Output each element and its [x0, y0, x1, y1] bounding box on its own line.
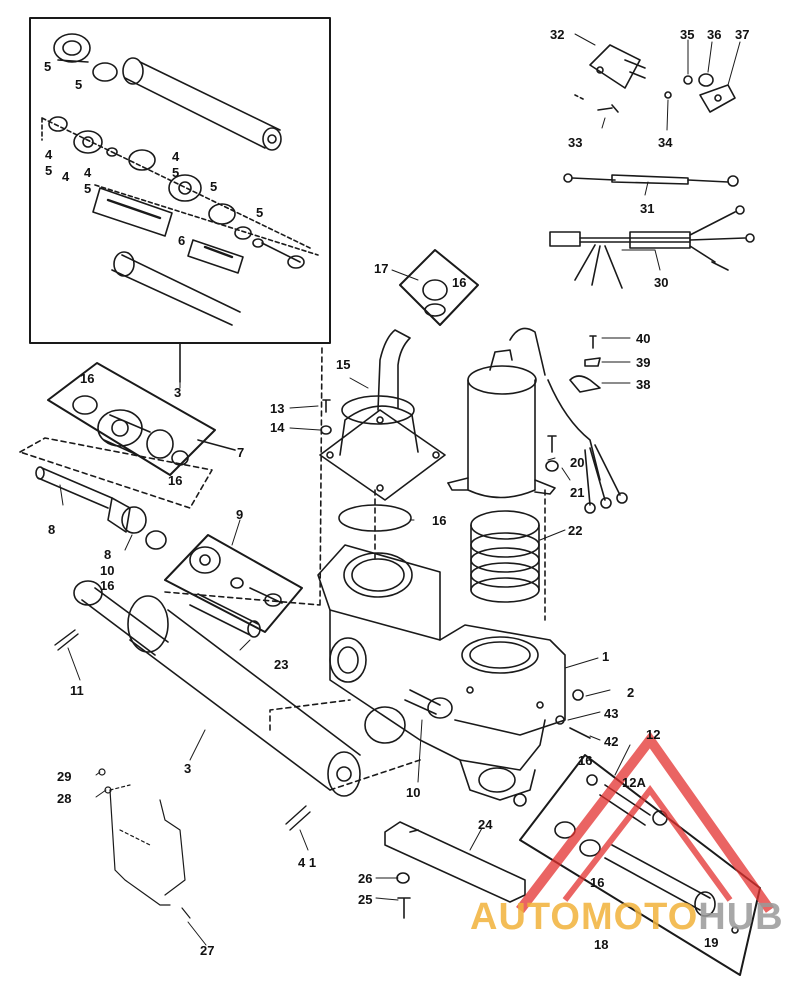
label-28: 28	[57, 791, 72, 806]
trim-cylinder	[73, 580, 361, 797]
label-17: 17	[374, 261, 389, 276]
label-5-c: 5	[45, 163, 53, 178]
label-8-a: 8	[48, 522, 56, 537]
label-37: 37	[735, 27, 750, 42]
label-23: 23	[274, 657, 289, 672]
label-14: 14	[270, 420, 285, 435]
pump-gear	[470, 510, 540, 603]
label-4-d: 4	[172, 149, 180, 164]
label-4-a: 4	[45, 147, 53, 162]
label-16-a: 16	[80, 371, 95, 386]
label-5-top: 5	[44, 59, 52, 74]
label-5-g: 5	[256, 205, 264, 220]
transom-bracket	[98, 768, 191, 919]
clamps	[569, 335, 601, 393]
seal-kit-box	[47, 362, 216, 476]
label-34: 34	[658, 135, 673, 150]
label-16-b: 16	[168, 473, 183, 488]
label-16-f: 16	[578, 753, 593, 768]
label-5-f: 5	[210, 179, 218, 194]
label-43: 43	[604, 706, 619, 721]
label-26: 26	[358, 871, 373, 886]
label-16-g: 16	[590, 875, 605, 890]
label-29: 29	[57, 769, 72, 784]
watermark-text-part2: HUB	[698, 896, 784, 938]
label-12a: 12A	[622, 775, 646, 790]
label-35: 35	[680, 27, 695, 42]
label-16-d: 16	[432, 513, 447, 528]
label-42: 42	[604, 734, 619, 749]
label-5-e: 5	[172, 165, 180, 180]
label-1: 1	[602, 649, 610, 664]
label-16-c: 16	[100, 578, 115, 593]
label-3-top: 3	[174, 385, 182, 400]
watermark-text: AUTOMOTOHUB	[470, 898, 784, 936]
label-19: 19	[704, 935, 719, 950]
leader-lines	[59, 33, 741, 946]
label-9: 9	[236, 507, 244, 522]
watermark-text-part1: AUTOMOTO	[470, 896, 699, 938]
label-16-e: 16	[452, 275, 467, 290]
label-38: 38	[636, 377, 651, 392]
valve-kit-box	[164, 534, 303, 633]
label-8-b: 8	[104, 547, 112, 562]
solenoid	[589, 44, 736, 113]
label-25: 25	[358, 892, 373, 907]
label-41: 4 1	[298, 855, 317, 870]
piston-rod	[35, 466, 167, 550]
label-21: 21	[570, 485, 585, 500]
watermark-logo	[516, 731, 775, 914]
label-5-b: 5	[75, 77, 83, 92]
label-18: 18	[594, 937, 609, 952]
harness-30	[549, 205, 755, 289]
pump-body	[317, 544, 566, 807]
label-36: 36	[707, 27, 722, 42]
label-4-c: 4	[84, 165, 92, 180]
label-22: 22	[568, 523, 583, 538]
label-13: 13	[270, 401, 285, 416]
bracket-24	[384, 821, 526, 903]
label-4-b: 4	[62, 169, 70, 184]
reservoir-cap	[319, 329, 446, 501]
label-10-b: 10	[406, 785, 421, 800]
label-5-d: 5	[84, 181, 92, 196]
label-40: 40	[636, 331, 651, 346]
cable-31	[563, 173, 739, 187]
label-15: 15	[336, 357, 351, 372]
label-33: 33	[568, 135, 583, 150]
label-12: 12	[646, 727, 661, 742]
cylinder-kit-box	[29, 17, 331, 344]
label-7: 7	[237, 445, 245, 460]
label-3-bottom: 3	[184, 761, 192, 776]
label-31: 31	[640, 201, 655, 216]
pump-motor	[447, 327, 628, 514]
label-11: 11	[70, 683, 84, 698]
label-27: 27	[200, 943, 215, 958]
label-24: 24	[478, 817, 493, 832]
label-10-a: 10	[100, 563, 115, 578]
filter-box	[399, 249, 479, 326]
label-32: 32	[550, 27, 565, 42]
label-30: 30	[654, 275, 669, 290]
label-2: 2	[627, 685, 635, 700]
label-39: 39	[636, 355, 651, 370]
label-20: 20	[570, 455, 585, 470]
label-6: 6	[178, 233, 186, 248]
